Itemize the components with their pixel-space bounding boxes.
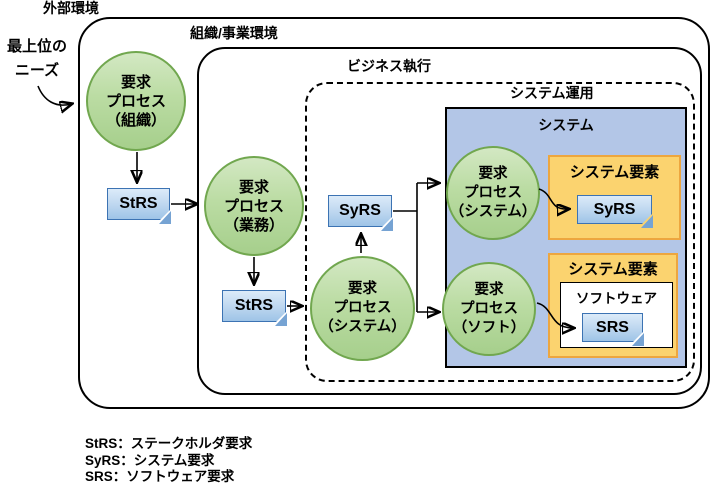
syrs-tag-1: SyRS (328, 195, 393, 231)
process-circle-software: 要求 プロセス （ソフト） (442, 262, 536, 356)
process-line: 要求 (120, 73, 151, 91)
process-line: （業務） (223, 216, 284, 234)
process-line: （ソフト） (452, 319, 526, 336)
top-needs-line1: 最上位の (6, 38, 67, 55)
process-line: （システム） (319, 319, 406, 335)
system-ops-box (305, 82, 695, 382)
strs-tag-2: StRS (222, 290, 287, 326)
system-element-label-2: システム要素 (568, 261, 658, 278)
tag-shape (222, 290, 286, 322)
process-line: プロセス (460, 300, 518, 317)
top-needs-label: 最上位の ニーズ (0, 35, 74, 83)
tag-shape (328, 195, 392, 227)
org-env-box (78, 17, 710, 409)
org-env-label: 組織/事業環境 (190, 25, 278, 41)
process-line: プロセス (105, 92, 166, 110)
needs-arrow (37, 85, 71, 105)
top-needs-line2: ニーズ (14, 62, 60, 79)
process-line: プロセス (223, 197, 284, 215)
system-element-label-1: システム要素 (569, 164, 660, 181)
process-circle-business: 要求 プロセス （業務） (204, 156, 304, 256)
tag-shape (107, 188, 170, 220)
process-line: 要求 (474, 281, 504, 298)
strs-tag-1: StRS (107, 188, 171, 224)
process-circle-system-outer: 要求 プロセス （システム） (310, 256, 415, 361)
tag-shape (577, 195, 652, 224)
tag-label: StRS (234, 297, 274, 314)
process-line: （組織） (105, 111, 166, 129)
process-circle-org: 要求 プロセス （組織） (86, 51, 186, 151)
syrs-tag-2: SyRS (577, 195, 653, 228)
legend-srs: SRS：ソフトウェア要求 (85, 469, 235, 484)
process-line: 要求 (238, 178, 269, 196)
tag-label: SyRS (339, 202, 381, 219)
software-label: ソフトウェア (576, 291, 657, 306)
system-ops-label: システム運用 (510, 85, 594, 101)
process-line: プロセス (333, 300, 392, 316)
process-line: （システム） (449, 203, 537, 220)
tag-label: SyRS (593, 200, 636, 218)
tag-label: StRS (119, 195, 158, 212)
process-circle-system-inner: 要求 プロセス （システム） (446, 146, 540, 240)
business-exec-box (197, 47, 702, 395)
legend-strs: StRS：ステークホルダ要求 (85, 436, 253, 451)
process-line: プロセス (464, 184, 522, 201)
srs-tag: SRS (582, 313, 644, 346)
legend-syrs: SyRS：システム要求 (85, 452, 215, 468)
system-label: システム (538, 117, 594, 133)
process-line: 要求 (348, 281, 377, 297)
tag-shape (582, 313, 643, 342)
process-line: 要求 (478, 165, 508, 182)
external-env-label: 外部環境 (43, 0, 99, 16)
legend: StRS：ステークホルダ要求 SyRS：システム要求 SRS：ソフトウェア要求 (85, 436, 252, 486)
business-exec-label: ビジネス執行 (347, 58, 431, 74)
tag-label: SRS (596, 318, 629, 336)
